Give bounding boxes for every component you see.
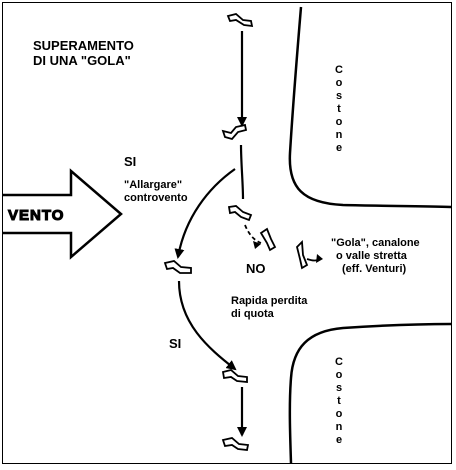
ridge-letter: s [336,382,342,394]
altitude-loss-line-1: Rapida perdita [231,295,308,307]
upper-ridge-outline [288,6,451,209]
wind-arrow-icon [3,168,123,260]
ridge-letter: t [337,395,341,407]
ridge-letter: e [336,142,342,154]
ridge-letter: C [335,356,343,368]
arrowhead-icon [316,254,323,263]
widen-note-line-1: "Allargare" [124,179,182,191]
ridge-letter: o [336,77,343,89]
glider-icon [221,369,248,383]
ridge-letter: o [336,369,343,381]
ridge-letter: e [336,434,342,446]
gorge-note-line-1: "Gola", canalone [331,237,420,249]
wind-label: VENTO [8,207,64,224]
glider-icon [259,227,277,252]
no-label: NO [246,261,266,276]
ridge-letter: n [336,129,343,141]
yes-label-top: SI [124,154,136,169]
altitude-loss-line-2: di quota [231,308,275,320]
glider-icon [226,13,254,28]
gorge-note-line-2: o valle stretta [336,250,408,262]
ridge-letter: o [336,408,343,420]
glider-icon [163,260,192,274]
title-line-2: DI UNA "GOLA" [33,53,131,68]
ridge-letter: n [336,421,343,433]
arrowhead-icon [253,241,261,249]
flight-path-arrow [239,144,245,200]
widen-note-line-2: controvento [124,192,188,204]
flight-path-arrow [174,168,236,259]
glider-icon [227,205,253,222]
ridge-letter: t [337,103,341,115]
ridge-letter: s [336,90,342,102]
flight-path-arrow [244,224,262,244]
glider-icon [221,437,250,451]
flight-path-arrow [177,280,237,371]
glider-icon [221,123,248,141]
ridge-letter: C [335,64,343,76]
glider-icon [296,239,309,270]
gorge-note-line-3: (eff. Venturi) [342,263,407,275]
yes-label-bottom: SI [169,336,181,351]
lower-ridge-outline [288,322,451,463]
title-line-1: SUPERAMENTO [33,38,134,53]
ridge-letter: o [336,116,343,128]
